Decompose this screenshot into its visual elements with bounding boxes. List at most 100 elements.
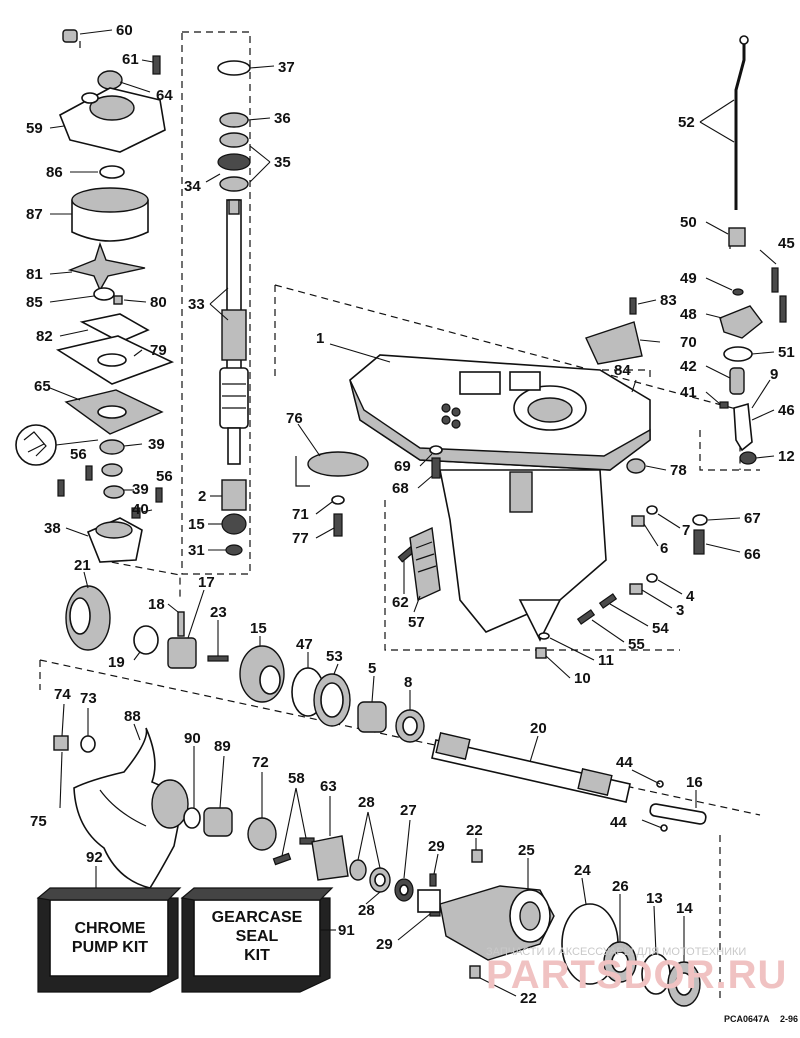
label-28a: 28 — [358, 794, 375, 811]
label-28b: 28 — [358, 902, 375, 919]
label-53: 53 — [326, 648, 343, 665]
leader-lines — [49, 29, 777, 997]
label-85: 85 — [26, 294, 43, 311]
label-60: 60 — [116, 22, 133, 39]
label-44b: 44 — [610, 814, 627, 831]
label-77: 77 — [292, 530, 309, 547]
label-56b: 56 — [156, 468, 173, 485]
label-72: 72 — [252, 754, 269, 771]
o-ring-part-86 — [99, 165, 125, 179]
impeller-part-81 — [67, 241, 146, 292]
nut-part-78 — [626, 458, 646, 474]
o-ring-part-85 — [93, 287, 115, 301]
plug-part-10 — [535, 647, 547, 659]
o-ring-part-51 — [723, 346, 753, 362]
label-9: 9 — [770, 366, 778, 383]
label-25: 25 — [518, 842, 535, 859]
label-22a: 22 — [466, 822, 483, 839]
seal-kit-line2: SEAL — [236, 928, 279, 945]
label-23: 23 — [210, 604, 227, 621]
bearing-part-72 — [247, 817, 277, 851]
bearing-part-28a — [349, 859, 367, 881]
gearcase-seal-kit-box: GEARCASE SEAL KIT — [180, 887, 334, 993]
bearing-part-5 — [357, 701, 387, 733]
label-4: 4 — [686, 588, 695, 605]
label-51: 51 — [778, 344, 795, 361]
label-83: 83 — [660, 292, 677, 309]
label-57: 57 — [408, 614, 425, 631]
label-27: 27 — [400, 802, 417, 819]
label-14: 14 — [676, 900, 693, 917]
key-part-80 — [113, 295, 123, 305]
washer-part-71 — [331, 495, 345, 505]
label-79: 79 — [150, 342, 167, 359]
pin-part-41 — [719, 401, 729, 409]
label-16: 16 — [686, 774, 703, 791]
washer-part-67 — [692, 514, 708, 526]
o-ring-part-49 — [732, 288, 744, 296]
screw-part-29a — [429, 873, 437, 887]
seal-part-40 — [131, 507, 141, 519]
seal-kit-line3: KIT — [244, 947, 270, 964]
label-58: 58 — [288, 770, 305, 787]
screw-part-66 — [693, 529, 705, 555]
label-90: 90 — [184, 730, 201, 747]
label-65: 65 — [34, 378, 51, 395]
washer-part-11 — [538, 632, 550, 640]
label-80: 80 — [150, 294, 167, 311]
label-75: 75 — [30, 813, 47, 830]
label-68: 68 — [392, 480, 409, 497]
plug-part-3 — [629, 583, 643, 595]
anode-part-57 — [409, 526, 441, 602]
label-66: 66 — [744, 546, 761, 563]
screw-part-68 — [431, 457, 441, 479]
grommet-part-39a — [99, 439, 125, 455]
label-3: 3 — [676, 602, 684, 619]
label-63: 63 — [320, 778, 337, 795]
plate-part-76 — [307, 451, 369, 477]
bearing-part-35a — [219, 132, 249, 148]
label-69: 69 — [394, 458, 411, 475]
cradle-part-12 — [739, 451, 757, 465]
label-67: 67 — [744, 510, 761, 527]
label-74: 74 — [54, 686, 71, 703]
gearcase-housing-part-1 — [295, 354, 708, 659]
washer-part-73 — [80, 735, 96, 753]
label-38: 38 — [44, 520, 61, 537]
label-34: 34 — [184, 178, 201, 195]
detent-part-46 — [733, 402, 753, 452]
label-1: 1 — [316, 330, 324, 347]
label-88: 88 — [124, 708, 141, 725]
label-35: 35 — [274, 154, 291, 171]
screw-part-45a — [771, 267, 779, 293]
label-10: 10 — [574, 670, 591, 687]
label-26: 26 — [612, 878, 629, 895]
label-29b: 29 — [376, 936, 393, 953]
label-44a: 44 — [616, 754, 633, 771]
chrome-kit-line1: CHROME — [74, 920, 145, 937]
pinion-gear-part-15 — [221, 513, 247, 535]
label-71: 71 — [292, 506, 309, 523]
shift-lever-part-48 — [719, 305, 763, 339]
grommet-part-39b — [103, 485, 125, 499]
figure-reference: PCA0647A — [724, 1014, 770, 1024]
shaft-part-42 — [729, 367, 745, 395]
screw-part-45b — [779, 295, 787, 323]
seal-part-36 — [219, 112, 249, 128]
watermark: ЗАПЧАСТИ И АКСЕССУАРЫ ДЛЯ МОТОТЕХНИКИ PA… — [486, 946, 786, 997]
water-pump-group — [15, 29, 175, 563]
label-64: 64 — [156, 87, 173, 104]
label-81: 81 — [26, 266, 43, 283]
seal-kit-line1: GEARCASE — [212, 909, 303, 926]
label-40: 40 — [132, 501, 149, 518]
label-33: 33 — [188, 296, 205, 313]
label-82: 82 — [36, 328, 53, 345]
label-62: 62 — [392, 594, 409, 611]
label-45: 45 — [778, 235, 795, 252]
label-8: 8 — [404, 674, 412, 691]
thrust-washer-part-90 — [183, 807, 201, 829]
label-89: 89 — [214, 738, 231, 755]
label-39a: 39 — [148, 436, 165, 453]
label-46: 46 — [778, 402, 795, 419]
